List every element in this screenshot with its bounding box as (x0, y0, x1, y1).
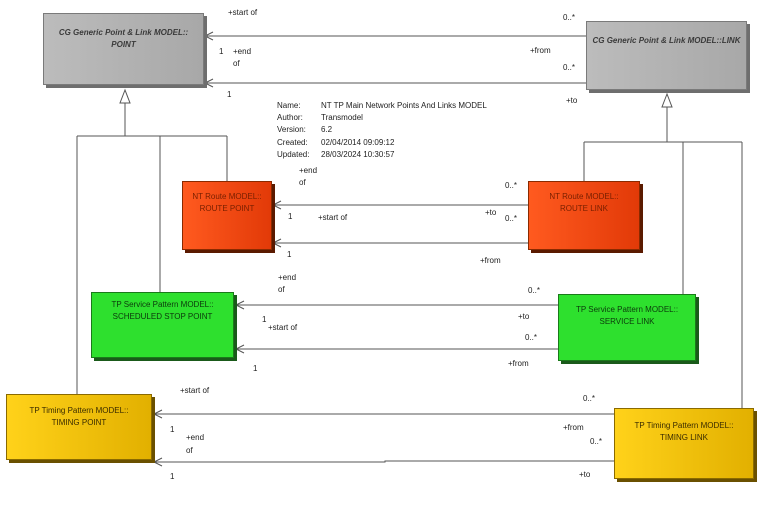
version-key: Version: (277, 125, 306, 135)
role-label: +start of (318, 213, 348, 222)
diagram-version: 6.2 (321, 125, 333, 135)
created-key: Created: (277, 137, 308, 147)
role-label: of (278, 285, 285, 294)
multiplicity-label: 1 (219, 47, 224, 56)
role-label: +start of (180, 386, 210, 395)
role-label: +start of (268, 323, 298, 332)
class-cg-link[interactable]: CG Generic Point & Link MODEL::LINK (586, 21, 747, 90)
role-label: +end (278, 273, 297, 282)
multiplicity-label: 0..* (590, 437, 603, 446)
role-label: +start of (228, 8, 258, 17)
author-key: Author: (277, 113, 303, 123)
role-label: of (299, 178, 306, 187)
generalization-arrow-link (661, 92, 673, 108)
multiplicity-label: 0..* (505, 181, 518, 190)
class-route-point-name: ROUTE POINT (199, 204, 255, 213)
class-timing-point[interactable]: TP Timing Pattern MODEL:: TIMING POINT (6, 394, 152, 460)
multiplicity-label: 0..* (563, 63, 576, 72)
class-cg-point-package: CG Generic Point & Link MODEL:: (58, 28, 189, 37)
class-timing-link-package: TP Timing Pattern MODEL:: (634, 421, 734, 430)
assoc-timing-end (154, 460, 614, 463)
diagram-properties: Name: NT TP Main Network Points And Links… (277, 100, 487, 161)
role-label: +from (480, 256, 501, 265)
multiplicity-label: 0..* (563, 13, 576, 22)
multiplicity-label: 1 (287, 250, 292, 259)
role-label: +end (233, 47, 252, 56)
class-route-link[interactable]: NT Route MODEL:: ROUTE LINK (528, 181, 640, 250)
class-service-link-name: SERVICE LINK (599, 317, 655, 326)
role-label: +from (563, 423, 584, 432)
class-timing-link[interactable]: TP Timing Pattern MODEL:: TIMING LINK (614, 408, 754, 479)
diagram-name: NT TP Main Network Points And Links MODE… (321, 101, 487, 110)
class-route-link-name: ROUTE LINK (559, 204, 608, 213)
multiplicity-label: 0..* (583, 394, 596, 403)
class-timing-point-name: TIMING POINT (51, 418, 107, 427)
generalization-arrow-point (119, 88, 131, 104)
role-label: +end (299, 166, 318, 175)
multiplicity-label: 1 (253, 364, 258, 373)
role-label: of (186, 446, 193, 455)
role-label: +to (518, 312, 530, 321)
class-timing-point-package: TP Timing Pattern MODEL:: (29, 406, 129, 415)
class-service-link-package: TP Service Pattern MODEL:: (575, 305, 679, 314)
role-label: +to (566, 96, 578, 105)
role-label: +to (579, 470, 591, 479)
class-scheduled-stop-point[interactable]: TP Service Pattern MODEL:: SCHEDULED STO… (91, 292, 234, 358)
role-label: +end (186, 433, 205, 442)
role-label: of (233, 59, 240, 68)
class-stop-point-package: TP Service Pattern MODEL:: (111, 300, 214, 309)
class-timing-link-name: TIMING LINK (659, 433, 708, 442)
name-key: Name: (277, 101, 301, 110)
diagram-updated: 28/03/2024 10:30:57 (321, 149, 395, 159)
multiplicity-label: 1 (227, 90, 232, 99)
multiplicity-label: 1 (262, 315, 267, 324)
class-cg-point-name: POINT (111, 40, 136, 49)
role-label: +to (485, 208, 497, 217)
class-service-link[interactable]: TP Service Pattern MODEL:: SERVICE LINK (558, 294, 696, 361)
multiplicity-label: 0..* (528, 286, 541, 295)
multiplicity-label: 1 (288, 212, 293, 221)
class-cg-point[interactable]: CG Generic Point & Link MODEL:: POINT (43, 13, 204, 85)
class-route-point[interactable]: NT Route MODEL:: ROUTE POINT (182, 181, 272, 250)
multiplicity-label: 1 (170, 472, 175, 481)
updated-key: Updated: (277, 149, 310, 159)
diagram-created: 02/04/2014 09:09:12 (321, 137, 395, 147)
role-label: +from (530, 46, 551, 55)
diagram-author: Transmodel (321, 113, 363, 123)
role-label: +from (508, 359, 529, 368)
multiplicity-label: 1 (170, 425, 175, 434)
class-cg-link-name: CG Generic Point & Link MODEL::LINK (592, 36, 741, 45)
multiplicity-label: 0..* (525, 333, 538, 342)
class-stop-point-name: SCHEDULED STOP POINT (112, 312, 213, 321)
multiplicity-label: 0..* (505, 214, 518, 223)
class-route-point-package: NT Route MODEL:: (192, 192, 262, 201)
class-route-link-package: NT Route MODEL:: (549, 192, 619, 201)
